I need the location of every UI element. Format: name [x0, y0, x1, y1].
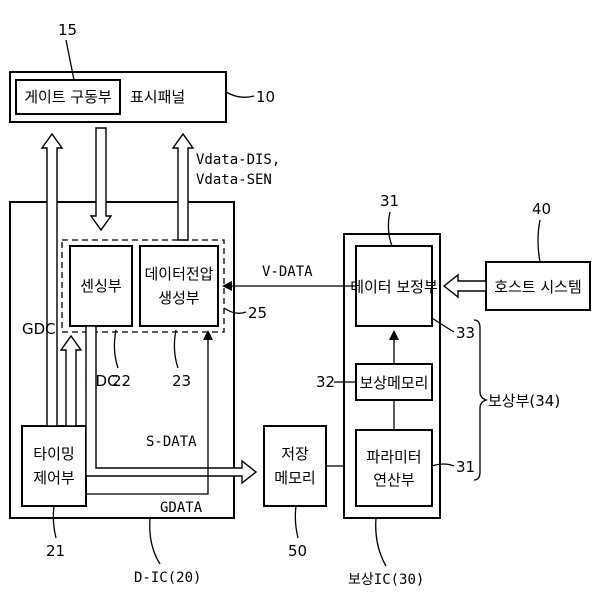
v-data-label: V-DATA — [262, 264, 313, 280]
timing-ctrl-line2: 제어부 — [33, 469, 75, 487]
gdc-label: GDC — [22, 320, 56, 338]
comp-unit-number: 33 — [456, 324, 475, 342]
data-voltage-gen-number: 23 — [172, 372, 191, 390]
param-calc-line2: 연산부 — [373, 471, 415, 489]
comp-ic-label: 보상IC(30) — [348, 572, 424, 588]
data-voltage-gen-box — [140, 246, 218, 326]
storage-memory-leader — [295, 506, 298, 538]
gate-driver-number: 15 — [58, 21, 77, 39]
storage-memory-line2: 메모리 — [274, 469, 315, 487]
comp-memory-label: 보상메모리 — [359, 374, 428, 392]
data-voltage-gen-line2: 생성부 — [158, 289, 200, 307]
data-corrector-number: 31 — [380, 192, 399, 210]
storage-memory-number: 50 — [288, 542, 307, 560]
dic-label: D-IC(20) — [134, 570, 201, 586]
data-corrector-label: 데이터 보정부 — [350, 278, 438, 296]
comp-unit-label: 보상부(34) — [488, 392, 560, 410]
timing-ctrl-line1: 타이밍 — [33, 445, 74, 463]
host-number: 40 — [532, 200, 551, 218]
timing-ctrl-number: 21 — [46, 542, 65, 560]
display-panel-label: 표시패널 — [130, 88, 185, 106]
param-calc-number: 31 — [456, 458, 475, 476]
comp-ic-leader — [376, 518, 386, 566]
sensing-label: 센싱부 — [80, 277, 122, 295]
gate-driver-label: 게이트 구동부 — [24, 88, 112, 106]
vdata-dis-label: Vdata-DIS, — [196, 152, 280, 168]
param-calc-box — [356, 430, 432, 506]
dic-leader — [150, 518, 160, 564]
group-25-number: 25 — [248, 304, 267, 322]
comp-unit-bracket — [474, 320, 486, 480]
gdata-label: GDATA — [160, 500, 203, 516]
data-voltage-gen-line1: 데이터전압 — [144, 265, 213, 283]
host-to-corrector-arrow — [444, 275, 486, 297]
s-data-label: S-DATA — [146, 434, 197, 450]
display-panel-leader — [226, 92, 254, 97]
display-panel-number: 10 — [256, 88, 275, 106]
storage-memory-box — [264, 426, 326, 506]
host-label: 호스트 시스템 — [494, 278, 582, 296]
timing-ctrl-box — [22, 426, 86, 506]
storage-memory-line1: 저장 — [281, 445, 309, 463]
comp-memory-number: 32 — [316, 373, 335, 391]
host-leader — [538, 220, 540, 262]
param-calc-line1: 파라미터 — [366, 448, 421, 466]
vdata-sen-label: Vdata-SEN — [196, 172, 272, 188]
